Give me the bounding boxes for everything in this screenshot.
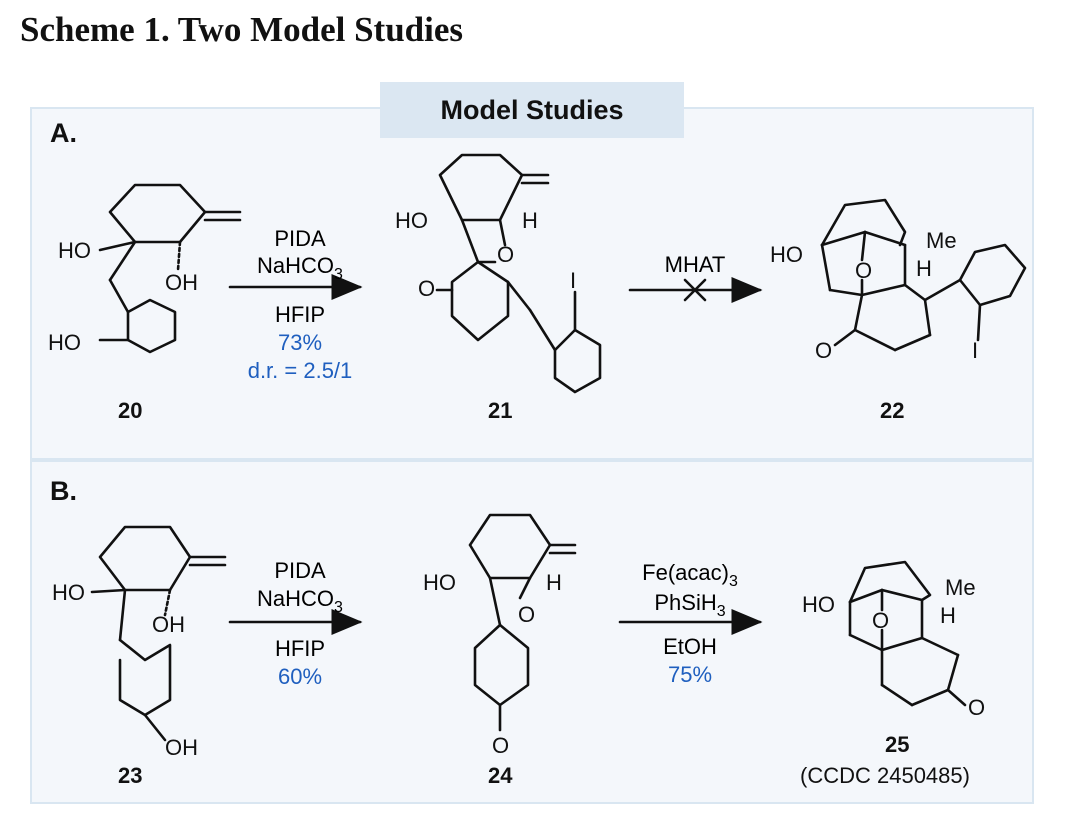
- b2-solvent: EtOH: [663, 634, 717, 659]
- label-22-o-bridge: O: [855, 258, 872, 283]
- label-22-me: Me: [926, 228, 957, 253]
- label-22-i: I: [972, 338, 978, 363]
- label-23-ho: HO: [52, 580, 85, 605]
- label-21-i: I: [570, 268, 576, 293]
- label-21-ho: HO: [395, 208, 428, 233]
- compound-23-number: 23: [118, 763, 142, 788]
- a1-solvent: HFIP: [275, 302, 325, 327]
- compound-25-number: 25: [885, 732, 909, 757]
- compound-25-ccdc: (CCDC 2450485): [800, 763, 970, 788]
- compound-22-structure: [820, 198, 1027, 352]
- compound-24-structure: [468, 513, 577, 732]
- a1-reagent-nahco3: NaHCO3: [257, 253, 343, 283]
- label-23-phenol-oh: OH: [165, 735, 198, 760]
- label-25-h: H: [940, 603, 956, 628]
- label-22-h: H: [916, 256, 932, 281]
- a1-dr: d.r. = 2.5/1: [248, 358, 353, 383]
- compound-24-number: 24: [488, 763, 513, 788]
- compound-21-number: 21: [488, 398, 512, 423]
- arrow-a2-cross-2: [683, 278, 707, 302]
- compound-20-structure: [98, 183, 242, 354]
- compound-21-structure: [435, 153, 602, 394]
- label-25-ho: HO: [802, 592, 835, 617]
- b1-solvent: HFIP: [275, 636, 325, 661]
- scheme-title: Scheme 1. Two Model Studies: [20, 10, 464, 49]
- panel-b-label: B.: [50, 476, 77, 506]
- a1-reagent-pida: PIDA: [274, 226, 326, 251]
- b1-yield: 60%: [278, 664, 322, 689]
- label-22-o-ketone: O: [815, 338, 832, 363]
- compound-25-structure: [848, 560, 967, 707]
- label-24-h: H: [546, 570, 562, 595]
- label-24-ho: HO: [423, 570, 456, 595]
- label-25-me: Me: [945, 575, 976, 600]
- label-21-o-ring: O: [497, 242, 514, 267]
- b2-reagent-phsih3: PhSiH3: [654, 590, 725, 620]
- label-23-oh: OH: [152, 612, 185, 637]
- a1-yield: 73%: [278, 330, 322, 355]
- compound-23-structure: [90, 525, 227, 742]
- label-20-phenol-ho: HO: [48, 330, 81, 355]
- panel-a-label: A.: [50, 118, 77, 148]
- label-20-ho: HO: [58, 238, 91, 263]
- b2-yield: 75%: [668, 662, 712, 687]
- panel-a: [30, 107, 1034, 460]
- compound-20-number: 20: [118, 398, 142, 423]
- label-21-o-ketone: O: [418, 276, 435, 301]
- label-24-o-ring: O: [518, 602, 535, 627]
- label-22-ho: HO: [770, 242, 803, 267]
- label-25-o-bridge: O: [872, 608, 889, 633]
- compound-22-number: 22: [880, 398, 904, 423]
- b1-reagent-pida: PIDA: [274, 558, 326, 583]
- label-21-h: H: [522, 208, 538, 233]
- label-20-oh: OH: [165, 270, 198, 295]
- b1-reagent-nahco3: NaHCO3: [257, 586, 343, 616]
- label-24-o-ketone: O: [492, 733, 509, 758]
- label-25-o-ketone: O: [968, 695, 985, 720]
- a2-reagent-mhat: MHAT: [665, 252, 726, 277]
- model-studies-banner: Model Studies: [380, 82, 684, 138]
- b2-reagent-feacac3: Fe(acac)3: [642, 560, 738, 590]
